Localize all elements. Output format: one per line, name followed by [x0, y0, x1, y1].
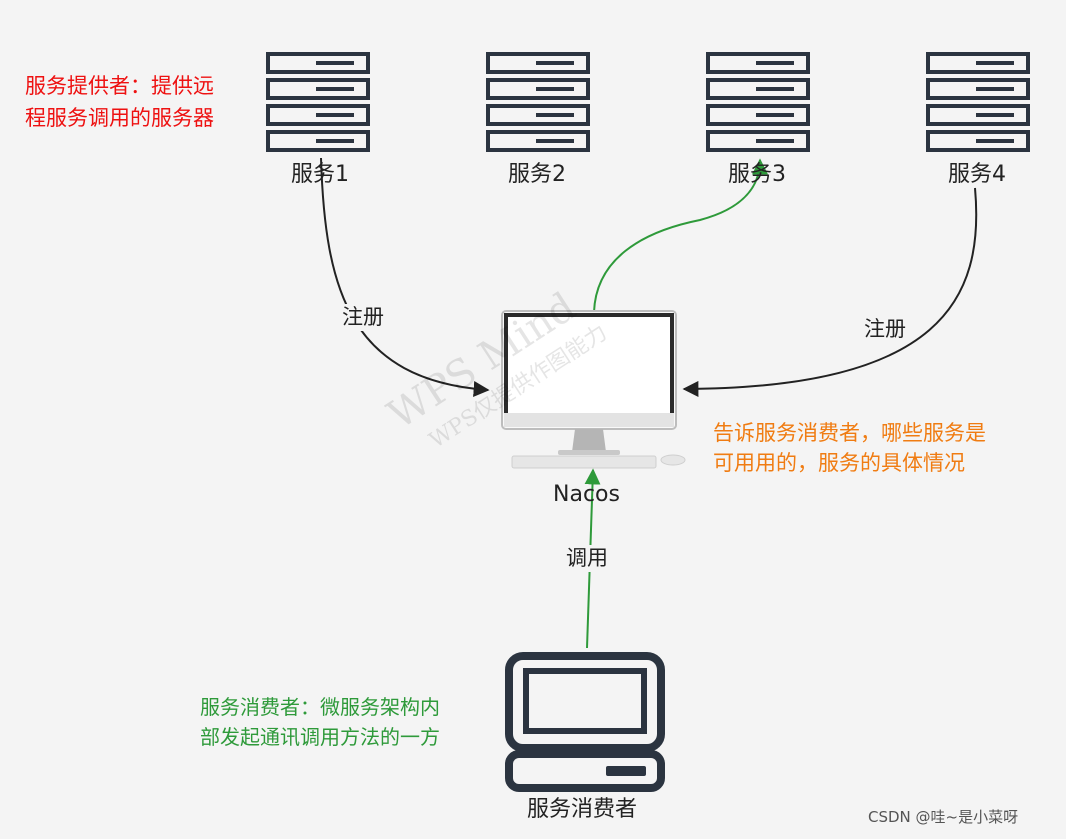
service-label-3: 服务3	[728, 162, 786, 187]
service-label-4: 服务4	[948, 162, 1006, 187]
register-arrow-right	[682, 187, 978, 397]
nacos-label: Nacos	[553, 482, 620, 507]
provider-note-line-1: 服务提供者：提供远	[25, 74, 214, 98]
service-label-2: 服务2	[508, 162, 566, 187]
consumer-note-line-1: 服务消费者：微服务架构内	[200, 695, 440, 719]
register-label-right: 注册	[862, 316, 908, 344]
csdn-watermark: CSDN @哇~是小菜呀	[868, 808, 1019, 826]
laptop-icon	[505, 652, 665, 792]
server-icon-4	[926, 52, 1030, 152]
nacos-note-line-1: 告诉服务消费者，哪些服务是	[713, 421, 986, 445]
call-label: 调用	[564, 545, 610, 573]
server-icon-3	[706, 52, 810, 152]
nacos-note-line-2: 可用用的，服务的具体情况	[713, 451, 965, 475]
provider-note-line-2: 程服务调用的服务器	[25, 106, 214, 130]
consumer-label: 服务消费者	[527, 797, 638, 822]
server-icon-1	[266, 52, 370, 152]
discover-arrow	[593, 158, 768, 313]
server-icon-2	[486, 52, 590, 152]
nacos-computer-icon	[501, 310, 686, 469]
service-label-1: 服务1	[291, 162, 349, 187]
register-label-left: 注册	[340, 304, 386, 332]
consumer-note-line-2: 部发起通讯调用方法的一方	[200, 725, 440, 749]
